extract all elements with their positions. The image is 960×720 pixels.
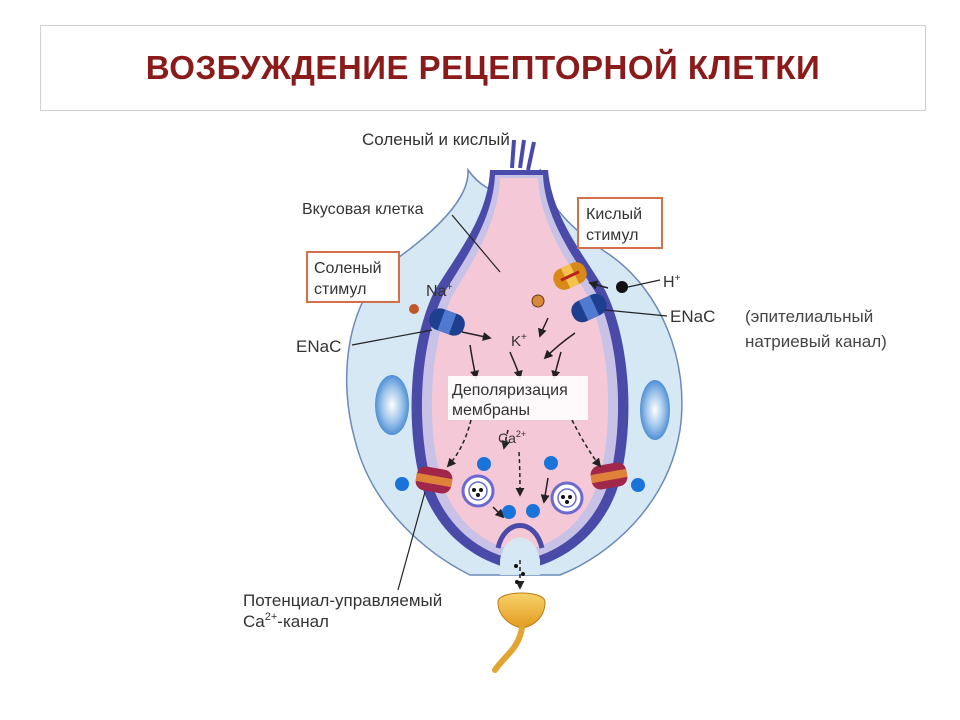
enac-right-label: ENaC xyxy=(670,307,715,326)
sour-stimulus-line2: стимул xyxy=(586,227,638,244)
signal-arrows xyxy=(446,317,602,590)
vg-channel-label-line2: Ca2+-канал xyxy=(243,611,329,631)
taste-cell-pointer xyxy=(451,214,501,273)
vesicle-right xyxy=(550,481,584,515)
slide-title: ВОЗБУЖДЕНИЕ РЕЦЕПТОРНОЙ КЛЕТКИ xyxy=(145,49,821,86)
transmitter-dot xyxy=(521,572,525,576)
sour-stimulus-line1: Кислый xyxy=(586,206,642,223)
synaptic-notch xyxy=(500,537,540,575)
taste-cell-label: Вкусовая клетка xyxy=(302,201,424,218)
vesicle-left xyxy=(461,474,495,508)
k-ion xyxy=(531,294,545,308)
vg-channel-pointer xyxy=(397,491,426,591)
enac-right-channel xyxy=(571,293,607,323)
ca-dot xyxy=(477,457,491,471)
k-label: K+ xyxy=(511,332,527,350)
depolarization-line1: Деполяризация xyxy=(452,382,568,399)
ca-label: Ca2+ xyxy=(498,429,526,446)
depolarization-line2: мембраны xyxy=(452,402,530,419)
enac-left-pointer xyxy=(351,329,433,346)
ca-dot xyxy=(631,478,645,492)
salty-stimulus-line2: стимул xyxy=(314,281,366,298)
na-ion xyxy=(409,304,419,314)
transmitter-dot xyxy=(514,564,518,568)
afferent-nerve-fiber xyxy=(492,625,525,673)
vg-channel-label-line1: Потенциал-управляемый xyxy=(243,591,442,610)
h-ion-pointer xyxy=(627,279,661,288)
transmitter-dot xyxy=(515,580,519,584)
salty-stimulus-box xyxy=(306,251,400,303)
ca-dot xyxy=(395,477,409,491)
vacuole-left xyxy=(375,375,409,435)
synaptic-notch-edge xyxy=(495,523,545,549)
na-label: Na+ xyxy=(426,282,452,300)
h-label: H+ xyxy=(663,273,681,291)
ca-dot xyxy=(502,505,516,519)
enac-explanation: (эпителиальный натриевый канал) xyxy=(745,307,887,351)
top-label: Соленый и кислый xyxy=(362,130,510,149)
vg-ca-channel-right xyxy=(590,462,628,490)
enac-right-pointer xyxy=(604,309,668,317)
afferent-nerve-ending xyxy=(497,592,546,629)
vacuole-right xyxy=(640,380,670,440)
microvilli xyxy=(510,139,536,171)
enac-left-label: ENaC xyxy=(296,337,341,356)
vg-ca-channel-left xyxy=(415,466,453,494)
sour-stimulus-box xyxy=(577,197,663,249)
proton-channel xyxy=(553,262,587,290)
ca-dot xyxy=(544,456,558,470)
enac-left-channel xyxy=(429,308,465,336)
h-ion xyxy=(616,281,628,293)
ca-dot xyxy=(526,504,540,518)
title-box: ВОЗБУЖДЕНИЕ РЕЦЕПТОРНОЙ КЛЕТКИ xyxy=(40,25,926,111)
depolarization-label-bg xyxy=(448,376,588,420)
salty-stimulus-line1: Соленый xyxy=(314,260,382,277)
h-ion-arrow xyxy=(588,280,609,290)
